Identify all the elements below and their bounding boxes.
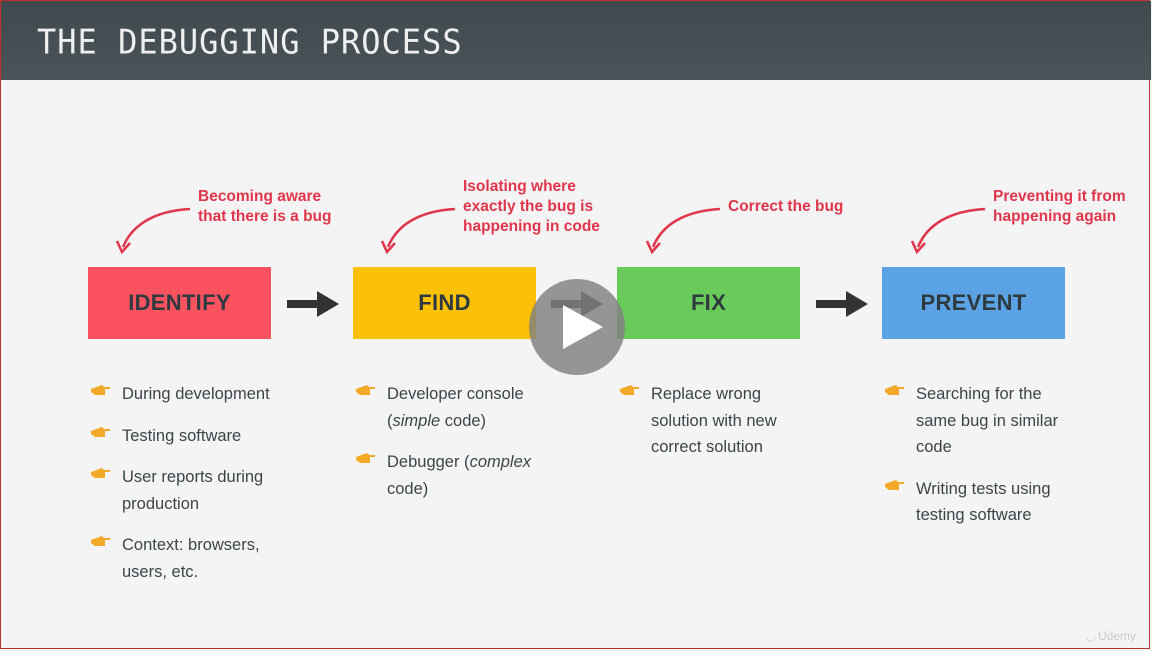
annotation-find: Isolating where exactly the bug is happe… [463,177,600,237]
list-item: Debugger (complex code) [356,449,531,502]
item-text: Developer console [387,385,524,403]
play-icon [563,305,603,349]
pointing-hand-icon [356,453,375,463]
stage-find: FIND [353,267,536,339]
list-item: User reports during production [91,464,270,517]
list-item: Testing software [91,423,270,450]
stage-identify: IDENTIFY [88,267,271,339]
annotation-line: Correct the bug [728,198,844,215]
pointing-hand-icon [91,385,110,395]
item-text: Searching for the [916,385,1042,403]
pointing-hand-icon [91,536,110,546]
play-button[interactable] [529,279,625,375]
list-item: Searching for the same bug in similar co… [885,381,1058,461]
item-text: (simple code) [387,411,487,430]
pointing-hand-icon [620,385,639,395]
slide-title: THE DEBUGGING PROCESS [37,22,463,62]
right-arrow-icon [287,291,339,317]
item-text: Replace wrong [651,385,762,403]
annotation-line: Becoming aware [198,188,322,205]
annotation-fix: Correct the bug [728,197,843,217]
item-text: Writing tests using [916,479,1051,498]
item-text: correct solution [651,438,763,456]
curved-arrow-icon [645,207,721,255]
curved-arrow-icon [910,207,986,255]
list-prevent: Searching for the same bug in similar co… [885,381,1058,544]
list-identify: During development Testing software User… [91,381,270,600]
udemy-logo-icon: ◡ [1085,629,1096,643]
list-item: During development [91,381,270,408]
item-text: User reports during [122,468,264,486]
pointing-hand-icon [356,385,375,395]
annotation-identify: Becoming aware that there is a bug [198,187,332,227]
item-text: code) [387,479,429,498]
list-item: Context: browsers, users, etc. [91,532,270,585]
pointing-hand-icon [91,426,110,437]
list-find: Developer console (simple code) Debugger… [356,381,531,517]
item-text: During development [122,385,270,403]
udemy-watermark: ◡ Udemy [1086,629,1137,643]
curved-arrow-icon [115,207,191,255]
pointing-hand-icon [91,468,110,478]
annotation-prevent: Preventing it from happening again [993,187,1126,227]
item-text: same bug in similar [916,411,1059,430]
annotation-line: that there is a bug [198,208,332,225]
item-text: Context: browsers, [122,536,260,554]
list-item: Developer console (simple code) [356,381,531,434]
watermark-text: Udemy [1097,629,1136,643]
slide-header: THE DEBUGGING PROCESS [1,1,1151,80]
right-arrow-icon [816,291,868,317]
item-text: testing software [916,506,1032,524]
list-fix: Replace wrong solution with new correct … [620,381,777,476]
curved-arrow-icon [380,207,456,255]
list-item: Replace wrong solution with new correct … [620,381,777,461]
pointing-hand-icon [885,479,904,490]
annotation-line: happening in code [463,218,600,235]
item-text: code [916,438,952,456]
annotation-line: exactly the bug is [463,198,594,215]
item-text: Testing software [122,426,242,445]
annotation-line: Isolating where [463,178,576,195]
item-text: solution with new [651,411,777,430]
list-item: Writing tests using testing software [885,476,1058,529]
item-text: users, etc. [122,562,199,581]
item-text: production [122,494,200,513]
annotation-line: Preventing it from [993,188,1126,205]
stage-fix: FIX [617,267,800,339]
pointing-hand-icon [885,385,904,395]
stage-prevent: PREVENT [882,267,1065,339]
annotation-line: happening again [993,208,1117,225]
item-text: Debugger (complex [387,453,532,471]
